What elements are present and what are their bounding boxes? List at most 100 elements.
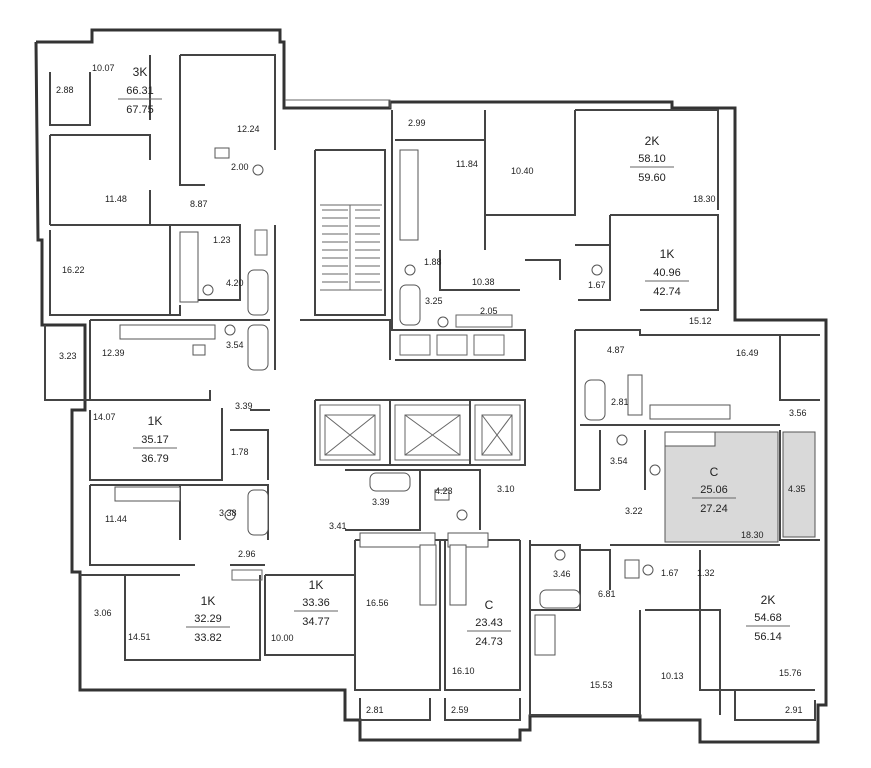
living-area: 58.10 [638,153,666,165]
bathtub [247,489,269,536]
toilet [649,464,661,476]
room-area: 16.22 [62,265,85,275]
apartment-type: C [710,465,719,479]
room-area: 2.59 [451,705,469,715]
toilet [591,264,603,276]
toilet [554,549,566,561]
room-area: 3.56 [789,408,807,418]
living-area: 33.36 [302,597,330,609]
toilet [642,564,654,576]
room-area: 3.22 [625,506,643,516]
room-area: 6.81 [598,589,616,599]
room-area: 10.00 [271,633,294,643]
room-area: 2.96 [238,549,256,559]
elevator-2 [404,414,461,456]
living-area: 35.17 [141,434,169,446]
bathtub [584,379,606,421]
room-area: 2.91 [785,705,803,715]
apartment-type: 1K [309,578,324,592]
apartment-type: 1K [201,594,216,608]
total-area: 36.79 [141,453,169,465]
living-area: 66.31 [126,85,154,97]
total-area: 24.73 [475,636,503,648]
total-area: 34.77 [302,616,330,628]
living-area: 40.96 [653,267,681,279]
room-area: 3.54 [226,340,244,350]
sink [624,559,640,579]
total-area: 56.14 [754,631,782,643]
sink [192,344,206,356]
stairs [320,204,382,291]
apartment-type: 1K [148,414,163,428]
kitchen-counter [399,149,419,241]
apartment-1k-bottom-center-label: 1K 33.36 34.77 [294,578,338,628]
apartment-2k-top-label: 2K 58.10 59.60 [630,134,674,184]
apartment-type: 2K [761,593,776,607]
room-area: 1.67 [661,568,679,578]
room-area: 1.78 [231,447,249,457]
room-area: 10.40 [511,166,534,176]
room-area: 3.25 [425,296,443,306]
room-area: 4.23 [435,486,453,496]
kitchen-counter [534,614,556,656]
room-area: 12.39 [102,348,125,358]
toilet [616,434,628,446]
kitchen-counter [664,431,716,447]
room-area: 16.49 [736,348,759,358]
toilet [437,316,449,328]
radiator [231,569,263,581]
toilet [404,264,416,276]
apartment-1k-right-label: 1K 40.96 42.74 [645,247,689,298]
apartment-labels: 3K 66.31 67.75 2K 58.10 59.60 1K 40.96 4… [118,65,790,648]
apartment-type: 2K [645,134,660,148]
room-area: 1.88 [424,257,442,267]
living-area: 25.06 [700,484,728,496]
bathtub [399,284,421,326]
room-area: 10.07 [92,63,115,73]
room-area: 3.06 [94,608,112,618]
kitchen-counter [114,486,181,502]
interior-walls [44,54,820,721]
fixtures [114,147,731,656]
toilet [252,164,264,176]
kitchen-counter [627,374,643,416]
room-area: 4.87 [607,345,625,355]
room-area: 14.07 [93,412,116,422]
living-area: 32.29 [194,613,222,625]
highlighted-apartment [664,431,779,543]
elevators [324,414,513,456]
room-area: 11.44 [105,514,127,524]
apartment-2k-bottom-label: 2K 54.68 56.14 [746,593,790,643]
room-area: 16.56 [366,598,389,608]
bathtub [539,589,581,609]
total-area: 42.74 [653,286,681,298]
room-area: 2.81 [366,705,384,715]
toilet [202,284,214,296]
room-area: 3.46 [553,569,571,579]
room-area: 4.20 [226,278,244,288]
room-area: 16.10 [452,666,475,676]
toilet [224,324,236,336]
kitchen-counter [447,532,489,548]
room-area: 1.32 [697,568,715,578]
room-area: 2.81 [611,397,629,407]
kitchen-counter [419,544,437,606]
room-labels: 10.07 2.88 12.24 2.99 11.84 10.40 18.30 … [56,63,807,715]
room-area: 18.30 [741,530,764,540]
room-area: 15.76 [779,668,802,678]
apartment-c-bottom-label: C 23.43 24.73 [467,598,511,648]
bathtub [247,324,269,371]
room-area: 15.53 [590,680,613,690]
room-area: 3.54 [610,456,628,466]
apartment-type: 3K [133,65,148,79]
room-area: 3.38 [219,508,237,518]
apartment-1k-bottom-left-label: 1K 32.29 33.82 [186,594,230,644]
room-area: 18.30 [693,194,716,204]
total-area: 59.60 [638,172,666,184]
elevator-1 [324,414,376,456]
room-area: 3.39 [235,401,253,411]
apartment-type: C [485,598,494,612]
radiator [455,314,513,328]
room-area: 1.23 [213,235,231,245]
